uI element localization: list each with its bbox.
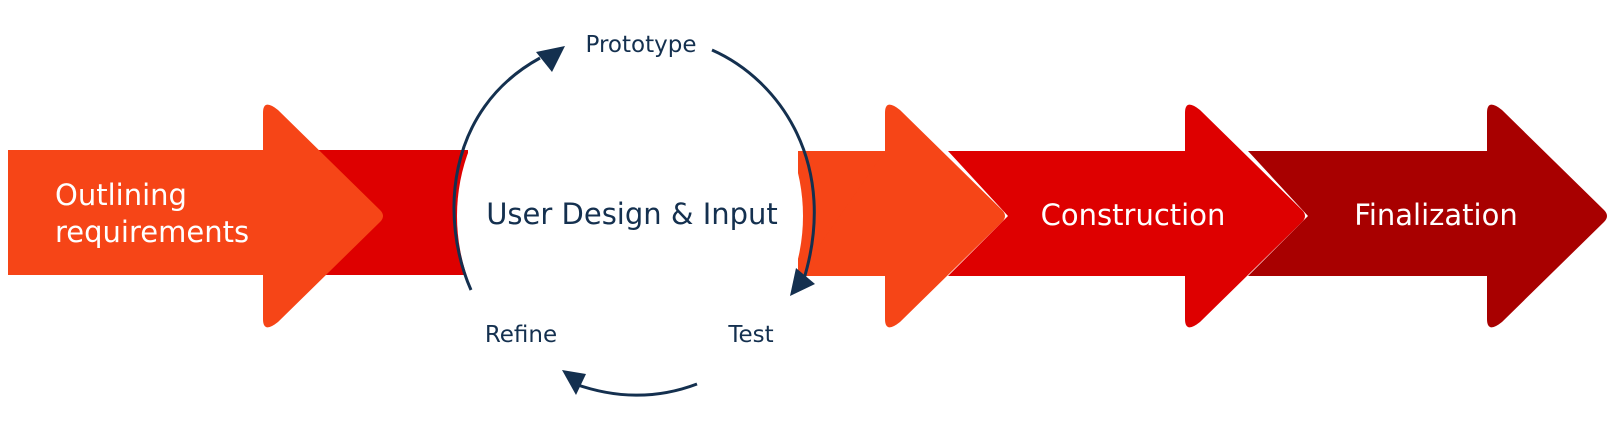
cycle-center-label: User Design & Input <box>486 197 778 231</box>
cycle-arc-prototype-to-test <box>711 48 816 283</box>
cycle-label-prototype: Prototype <box>586 32 697 58</box>
arrow-head-to-test <box>790 268 815 296</box>
arrow-head-to-refine <box>562 370 586 395</box>
stage-label-outlining-line1: Outlining <box>55 178 187 212</box>
arrow-construction <box>948 104 1305 328</box>
cycle-arc-refine-to-prototype <box>452 56 541 291</box>
cycle-background <box>457 36 803 396</box>
arrow-finalization <box>1248 104 1607 328</box>
arrow-orange-mid <box>798 104 1005 328</box>
cycle-arc-test-to-refine <box>574 382 698 397</box>
stage-label-finalization: Finalization <box>1354 198 1517 232</box>
cycle-label-refine: Refine <box>485 322 557 348</box>
arrow-outlining-requirements <box>8 104 383 328</box>
arrow-head-to-prototype <box>536 46 565 72</box>
stage-label-construction: Construction <box>1041 198 1226 232</box>
cycle-label-test: Test <box>727 322 773 348</box>
stage-label-outlining-line2: requirements <box>55 215 249 249</box>
